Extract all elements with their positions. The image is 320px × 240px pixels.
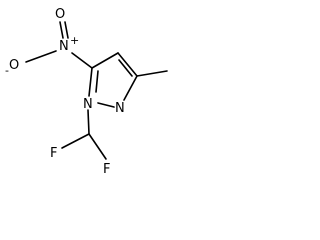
bond-nitro-n-o-top-a xyxy=(59,21,64,39)
atom-labels: N + O O - N N F F xyxy=(5,7,125,177)
fluorine-right-label: F xyxy=(103,162,110,177)
ring-n1-label: N xyxy=(83,97,93,112)
nitro-o-top-label: O xyxy=(55,7,65,22)
nitro-o-left-charge: - xyxy=(5,64,9,77)
bond-c5-nitro-n xyxy=(71,52,93,69)
bonds xyxy=(25,21,168,160)
bond-cf2-f-right xyxy=(88,133,107,160)
chemical-structure: N + O O - N N F F xyxy=(5,7,168,177)
bond-nitro-n-o-left xyxy=(25,50,57,63)
bond-n2-n1 xyxy=(97,102,115,108)
bond-c5-c4 xyxy=(91,52,119,69)
bond-n1-c5 xyxy=(88,67,93,97)
bond-c4-c3-inner xyxy=(118,59,133,77)
nitro-n-charge: + xyxy=(70,34,79,47)
nitro-o-left-label: O xyxy=(9,58,19,73)
fluorine-left-label: F xyxy=(50,146,57,161)
bond-c4-c3 xyxy=(117,52,138,77)
nitro-n-label: N xyxy=(59,39,69,54)
bond-cf2-f-left xyxy=(61,133,90,149)
bond-n1-c5-inner xyxy=(95,70,99,93)
bond-n1-cf2 xyxy=(87,109,90,135)
bond-c3-methyl xyxy=(136,70,168,77)
bond-nitro-n-o-top-b xyxy=(64,21,69,39)
bond-c3-n2 xyxy=(123,75,138,101)
ring-n2-label: N xyxy=(115,101,125,116)
